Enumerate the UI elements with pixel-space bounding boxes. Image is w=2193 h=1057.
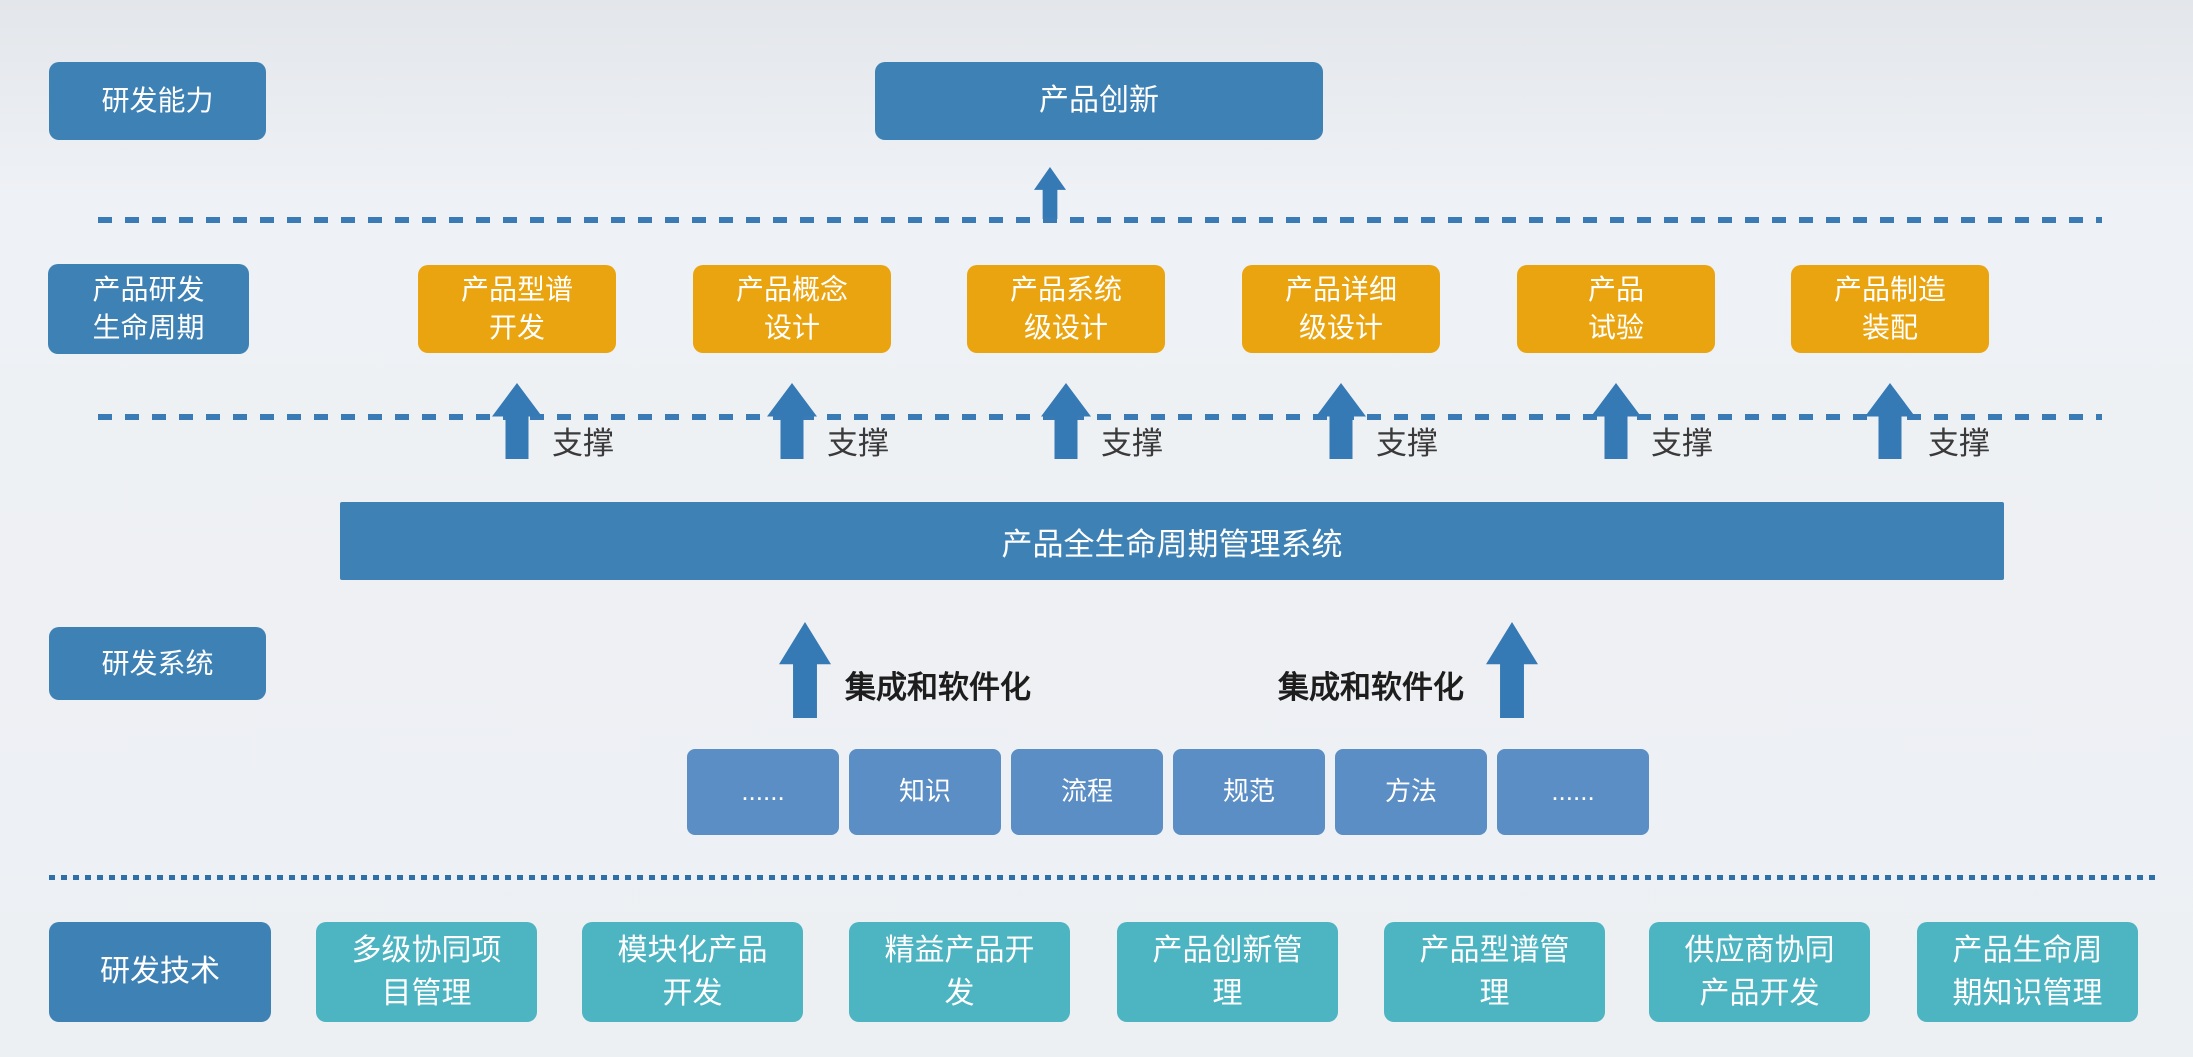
- stage-label-line1: 产品型谱: [460, 274, 573, 306]
- product-innovation-label: 产品创新: [1039, 83, 1159, 117]
- asset-label: 规范: [1222, 776, 1275, 807]
- stage-label-line2: 级设计: [1298, 312, 1383, 343]
- integration-arrow-icon: [1486, 622, 1538, 718]
- tech-label-line2: 目管理: [381, 977, 472, 1010]
- stage-box-product-test: 产品 试验: [1517, 265, 1715, 353]
- asset-box-ellipsis: ......: [687, 749, 839, 835]
- asset-label: 知识: [898, 776, 951, 807]
- system-side-label-box: 研发系统: [49, 627, 266, 700]
- capability-side-label-box: 研发能力: [49, 62, 266, 140]
- capability-side-label: 研发能力: [101, 85, 214, 117]
- lifecycle-side-label-line2: 生命周期: [92, 312, 205, 343]
- tech-label-line2: 发: [944, 977, 975, 1010]
- system-side-label: 研发系统: [101, 647, 214, 679]
- tech-label-line1: 模块化产品: [617, 933, 768, 967]
- support-label: 支撑: [1928, 426, 1990, 461]
- tech-label-line1: 产品生命周: [1952, 933, 2103, 967]
- stage-label-line2: 装配: [1861, 312, 1918, 343]
- plm-system-bar: 产品全生命周期管理系统: [340, 502, 2004, 580]
- support-arrow-icon: [1591, 383, 1641, 459]
- tech-label-line1: 精益产品开: [884, 933, 1035, 967]
- tech-label-line2: 开发: [662, 977, 723, 1010]
- tech-label-line1: 产品型谱管: [1419, 933, 1570, 967]
- stage-box-detail-design: 产品详细 级设计: [1242, 265, 1440, 353]
- tech-box-multilevel-project-mgmt: 多级协同项 目管理: [316, 922, 537, 1022]
- stage-label-line2: 开发: [488, 312, 545, 343]
- tech-box-supplier-collab-dev: 供应商协同 产品开发: [1649, 922, 1870, 1022]
- tech-label-line2: 理: [1212, 977, 1243, 1010]
- tech-label-line2: 产品开发: [1699, 977, 1820, 1010]
- support-arrow-icon: [1316, 383, 1366, 459]
- asset-box-process: 流程: [1011, 749, 1163, 835]
- technology-side-label-box: 研发技术: [49, 922, 271, 1022]
- stage-label-line2: 试验: [1587, 312, 1644, 343]
- support-label: 支撑: [552, 426, 614, 461]
- technology-side-label: 研发技术: [100, 954, 220, 988]
- stage-label-line2: 级设计: [1023, 312, 1108, 343]
- integration-label: 集成和软件化: [1278, 670, 1464, 705]
- asset-box-standard: 规范: [1173, 749, 1325, 835]
- tech-label-line1: 供应商协同: [1684, 933, 1835, 967]
- support-label: 支撑: [1376, 426, 1438, 461]
- product-innovation-box: 产品创新: [875, 62, 1323, 140]
- arrow-up-icon: [1034, 167, 1066, 219]
- integration-label: 集成和软件化: [845, 670, 1031, 705]
- support-label: 支撑: [1651, 426, 1713, 461]
- lifecycle-side-label-line1: 产品研发: [92, 274, 205, 306]
- asset-label: 流程: [1060, 776, 1113, 807]
- support-arrow-icon: [1041, 383, 1091, 459]
- plm-system-label: 产品全生命周期管理系统: [1001, 526, 1343, 562]
- support-label: 支撑: [1101, 426, 1163, 461]
- divider-dashed-middle: [98, 414, 2102, 420]
- support-arrow-icon: [492, 383, 542, 459]
- asset-label: ......: [1551, 776, 1595, 807]
- tech-box-lifecycle-knowledge-mgmt: 产品生命周 期知识管理: [1917, 922, 2138, 1022]
- stage-label-line2: 设计: [763, 312, 820, 343]
- asset-label: ......: [741, 776, 785, 807]
- support-arrow-icon: [1865, 383, 1915, 459]
- tech-label-line2: 理: [1479, 977, 1510, 1010]
- asset-box-method: 方法: [1335, 749, 1487, 835]
- integration-arrow-icon: [779, 622, 831, 718]
- tech-box-lean-product-dev: 精益产品开 发: [849, 922, 1070, 1022]
- stage-label-line1: 产品详细: [1284, 274, 1397, 306]
- tech-label-line1: 产品创新管: [1152, 933, 1303, 967]
- support-label: 支撑: [827, 426, 889, 461]
- tech-label-line2: 期知识管理: [1952, 977, 2103, 1010]
- tech-label-line1: 多级协同项: [351, 933, 502, 967]
- stage-box-manufacture-assembly: 产品制造 装配: [1791, 265, 1989, 353]
- tech-box-spectrum-mgmt: 产品型谱管 理: [1384, 922, 1605, 1022]
- lifecycle-side-label-box: 产品研发 生命周期: [48, 264, 249, 354]
- stage-label-line1: 产品概念: [735, 274, 848, 306]
- asset-label: 方法: [1384, 776, 1437, 807]
- stage-label-line1: 产品系统: [1009, 274, 1122, 306]
- support-arrow-icon: [767, 383, 817, 459]
- divider-dotted-bottom: [49, 875, 2155, 880]
- stage-box-system-design: 产品系统 级设计: [967, 265, 1165, 353]
- stage-label-line1: 产品: [1587, 274, 1644, 306]
- stage-box-concept-design: 产品概念 设计: [693, 265, 891, 353]
- stage-box-spectrum-development: 产品型谱 开发: [418, 265, 616, 353]
- stage-label-line1: 产品制造: [1833, 274, 1946, 306]
- asset-box-knowledge: 知识: [849, 749, 1001, 835]
- divider-dashed-top: [98, 217, 2102, 223]
- tech-box-innovation-mgmt: 产品创新管 理: [1117, 922, 1338, 1022]
- tech-box-modular-product-dev: 模块化产品 开发: [582, 922, 803, 1022]
- asset-box-ellipsis: ......: [1497, 749, 1649, 835]
